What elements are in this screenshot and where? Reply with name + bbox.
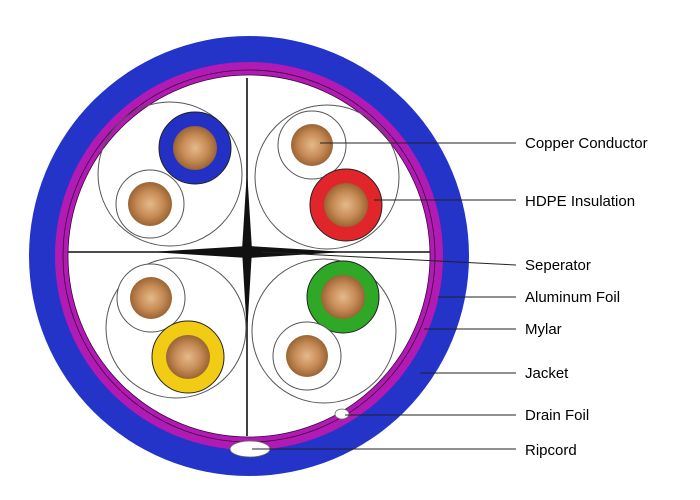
copper-conductor bbox=[324, 183, 368, 227]
leader-separator bbox=[261, 251, 517, 266]
drain-foil bbox=[334, 408, 350, 420]
copper-conductor bbox=[321, 275, 365, 319]
copper-conductor bbox=[173, 126, 217, 170]
pair-bundle-bottom-left bbox=[105, 257, 247, 399]
label-hdpe-insulation: HDPE Insulation bbox=[525, 193, 635, 210]
labels: Copper Conductor HDPE Insulation Seperat… bbox=[525, 135, 648, 459]
separator-cross bbox=[68, 78, 430, 436]
label-separator: Seperator bbox=[525, 257, 591, 274]
label-aluminum-foil: Aluminum Foil bbox=[525, 289, 620, 306]
label-mylar: Mylar bbox=[525, 321, 562, 338]
label-copper-conductor: Copper Conductor bbox=[525, 135, 648, 152]
label-drain-foil: Drain Foil bbox=[525, 407, 589, 424]
copper-conductor bbox=[166, 335, 210, 379]
copper-conductor bbox=[286, 335, 328, 377]
copper-conductor bbox=[128, 182, 172, 226]
label-ripcord: Ripcord bbox=[525, 442, 577, 459]
pair-bundle-top-left bbox=[97, 101, 243, 247]
copper-conductor bbox=[291, 124, 333, 166]
pair-bundle-top-right bbox=[254, 104, 400, 250]
cable-cross-section bbox=[29, 36, 469, 476]
leader-lines bbox=[252, 142, 517, 450]
pair-bundle-bottom-right bbox=[251, 258, 397, 404]
label-jacket: Jacket bbox=[525, 365, 569, 382]
copper-conductor bbox=[130, 277, 172, 319]
